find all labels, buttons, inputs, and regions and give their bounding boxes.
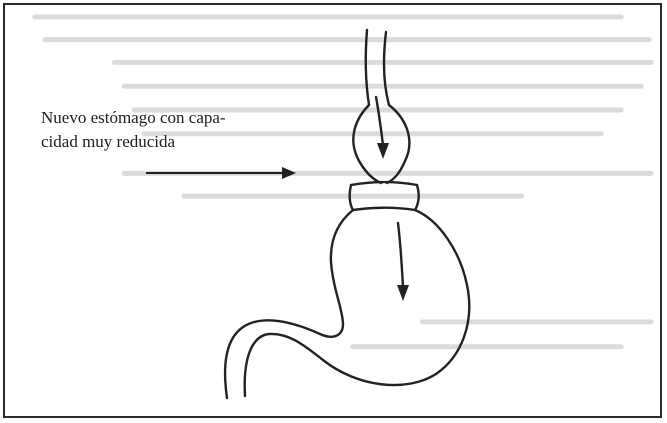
stomach-icon: [219, 27, 489, 407]
diagram-frame: Nuevo estómago con capa- cidad muy reduc…: [3, 3, 662, 418]
